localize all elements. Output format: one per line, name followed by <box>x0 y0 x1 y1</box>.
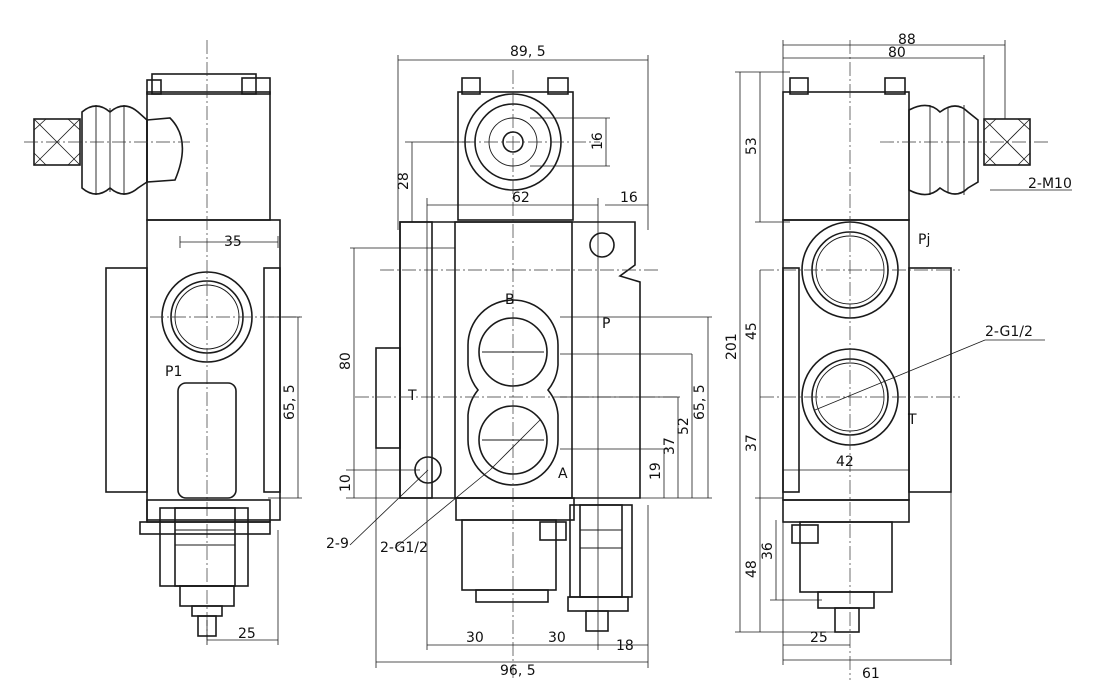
center-dim-89-5: 89, 5 <box>510 44 546 60</box>
right-dim-36: 36 <box>760 542 776 560</box>
center-view <box>346 55 712 680</box>
right-dim-53: 53 <box>744 137 760 155</box>
left-dim-25: 25 <box>238 626 256 642</box>
callout-2-9: 2-9 <box>326 536 349 552</box>
left-view <box>24 40 302 645</box>
center-dim-10: 10 <box>338 474 354 492</box>
callout-2-g1-2-center: 2-G1/2 <box>380 540 428 556</box>
center-dim-52: 52 <box>676 417 692 435</box>
left-dim-65-5: 65, 5 <box>282 384 298 420</box>
center-dim-16-right: 16 <box>620 190 638 206</box>
label-a: A <box>558 466 568 482</box>
left-dim-35: 35 <box>224 234 242 250</box>
label-pj: Pj <box>918 232 930 248</box>
center-dim-30-right: 30 <box>548 630 566 646</box>
right-dim-80: 80 <box>888 45 906 61</box>
right-dim-45: 45 <box>744 322 760 340</box>
right-dim-37: 37 <box>744 434 760 452</box>
right-view <box>735 40 1072 680</box>
right-dim-48: 48 <box>744 560 760 578</box>
center-dim-80: 80 <box>338 352 354 370</box>
center-dim-62: 62 <box>512 190 530 206</box>
callout-2-g1-2-right: 2-G1/2 <box>985 324 1033 340</box>
label-p: P <box>602 316 610 332</box>
callout-2-m10: 2-M10 <box>1028 176 1072 192</box>
center-dim-19: 19 <box>648 462 664 480</box>
label-t-right: T <box>907 412 917 428</box>
center-dim-96-5: 96, 5 <box>500 663 536 679</box>
center-dim-16-head: 16 <box>590 132 606 150</box>
right-dim-42: 42 <box>836 454 854 470</box>
center-dim-37: 37 <box>662 437 678 455</box>
right-dim-61: 61 <box>862 666 880 682</box>
center-dim-30-left: 30 <box>466 630 484 646</box>
right-dim-201: 201 <box>724 333 740 360</box>
label-p1: P1 <box>165 364 182 380</box>
right-dim-25: 25 <box>810 630 828 646</box>
center-dim-28: 28 <box>396 172 412 190</box>
label-t-center: T <box>407 388 417 404</box>
right-dim-88: 88 <box>898 32 916 48</box>
center-dim-18: 18 <box>616 638 634 654</box>
center-dim-65-5: 65, 5 <box>692 384 708 420</box>
label-b: B <box>505 292 515 308</box>
